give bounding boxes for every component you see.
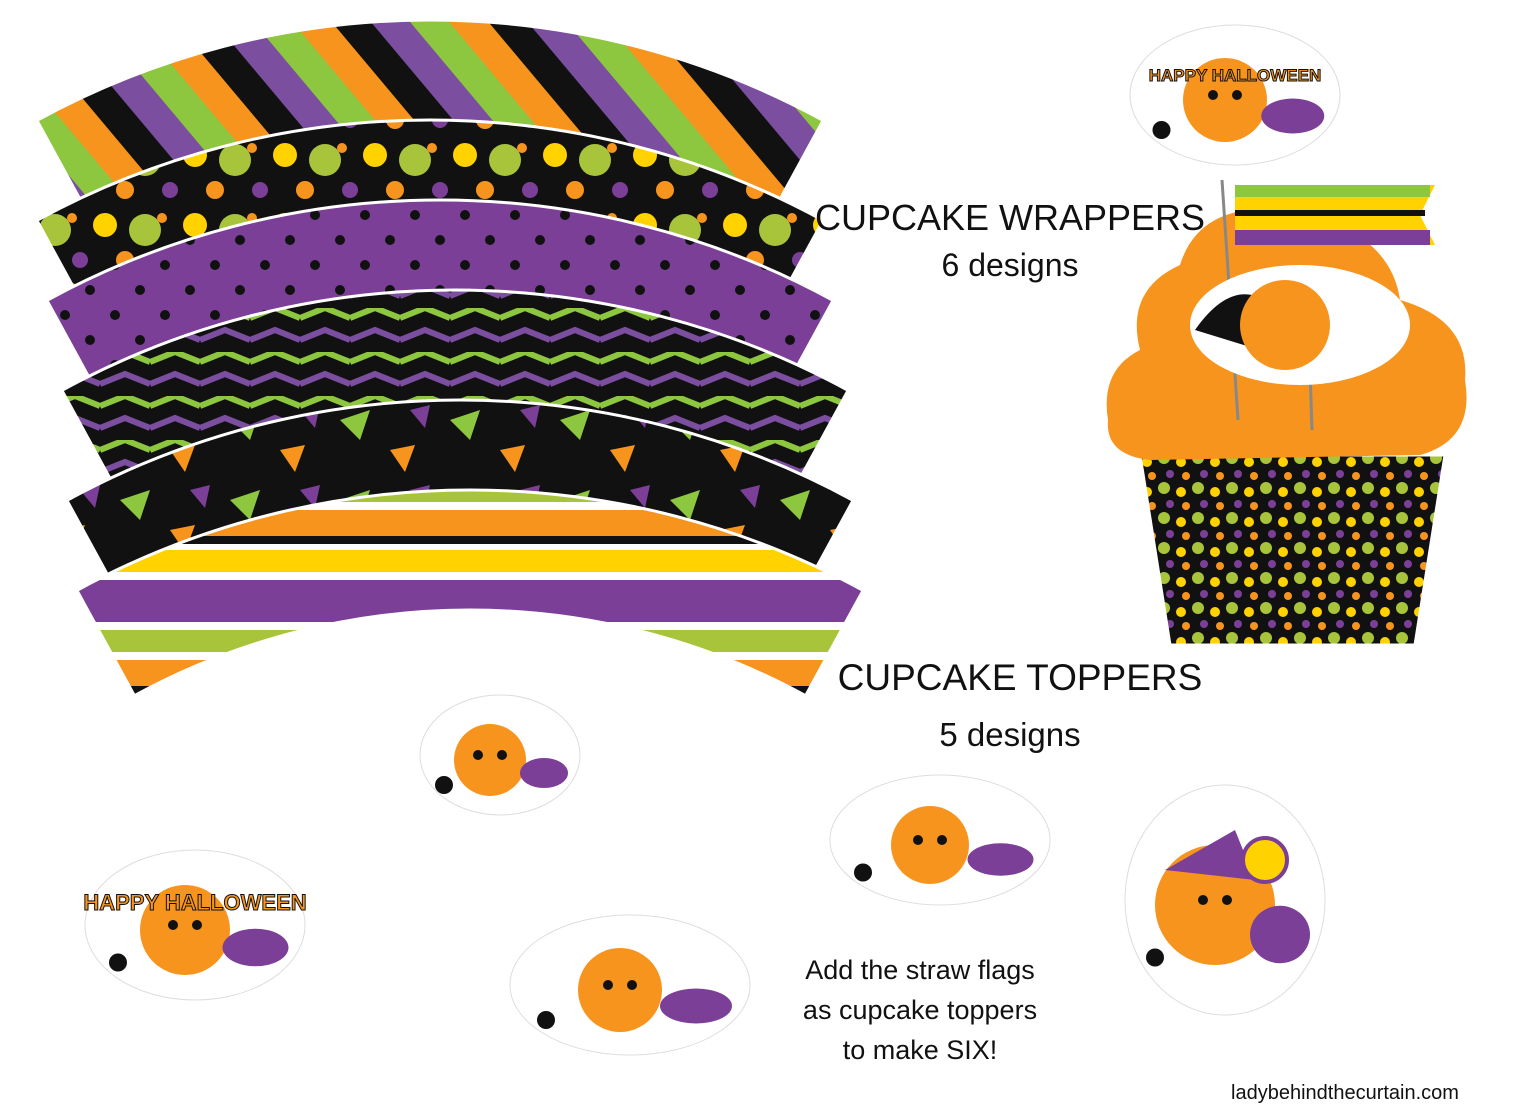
bat-topper-on-cupcake bbox=[1190, 265, 1410, 385]
happy-halloween-logo: HAPPY HALLOWEEN bbox=[83, 890, 306, 915]
straw-flag bbox=[1235, 185, 1435, 245]
note-line: to make SIX! bbox=[842, 1035, 998, 1065]
topper-witch-pumpkin bbox=[1124, 784, 1326, 1016]
topper-pirate-pumpkin bbox=[829, 774, 1051, 906]
topper-bat-pumpkin bbox=[509, 914, 751, 1056]
cupcake-illustration bbox=[1106, 179, 1467, 647]
wrappers-count: 6 designs bbox=[941, 247, 1079, 283]
toppers-heading: CUPCAKE TOPPERS bbox=[837, 657, 1203, 698]
straw-flag-note: Add the straw flags as cupcake toppers t… bbox=[760, 950, 1080, 1070]
toppers-count: 5 designs bbox=[939, 716, 1081, 753]
cupcake-liner bbox=[1138, 453, 1447, 647]
topper-happy-halloween-group-cupcake: HAPPY HALLOWEEN bbox=[1129, 24, 1341, 166]
website-footer: ladybehindthecurtain.com bbox=[1231, 1082, 1459, 1104]
cupcake-toppers: HAPPY HALLOWEEN HAPPY HALLOWEEN bbox=[83, 24, 1341, 1056]
happy-halloween-logo: HAPPY HALLOWEEN bbox=[1149, 66, 1322, 85]
wrappers-heading: CUPCAKE WRAPPERS bbox=[814, 197, 1206, 238]
note-line: Add the straw flags bbox=[805, 955, 1035, 985]
note-line: as cupcake toppers bbox=[802, 995, 1038, 1025]
topper-frankenstein-pumpkin bbox=[419, 694, 581, 816]
topper-happy-halloween-group: HAPPY HALLOWEEN bbox=[83, 849, 307, 1001]
wrapper-horizontal-stripes bbox=[74, 488, 866, 698]
cupcake-wrapper-stack bbox=[34, 18, 866, 698]
